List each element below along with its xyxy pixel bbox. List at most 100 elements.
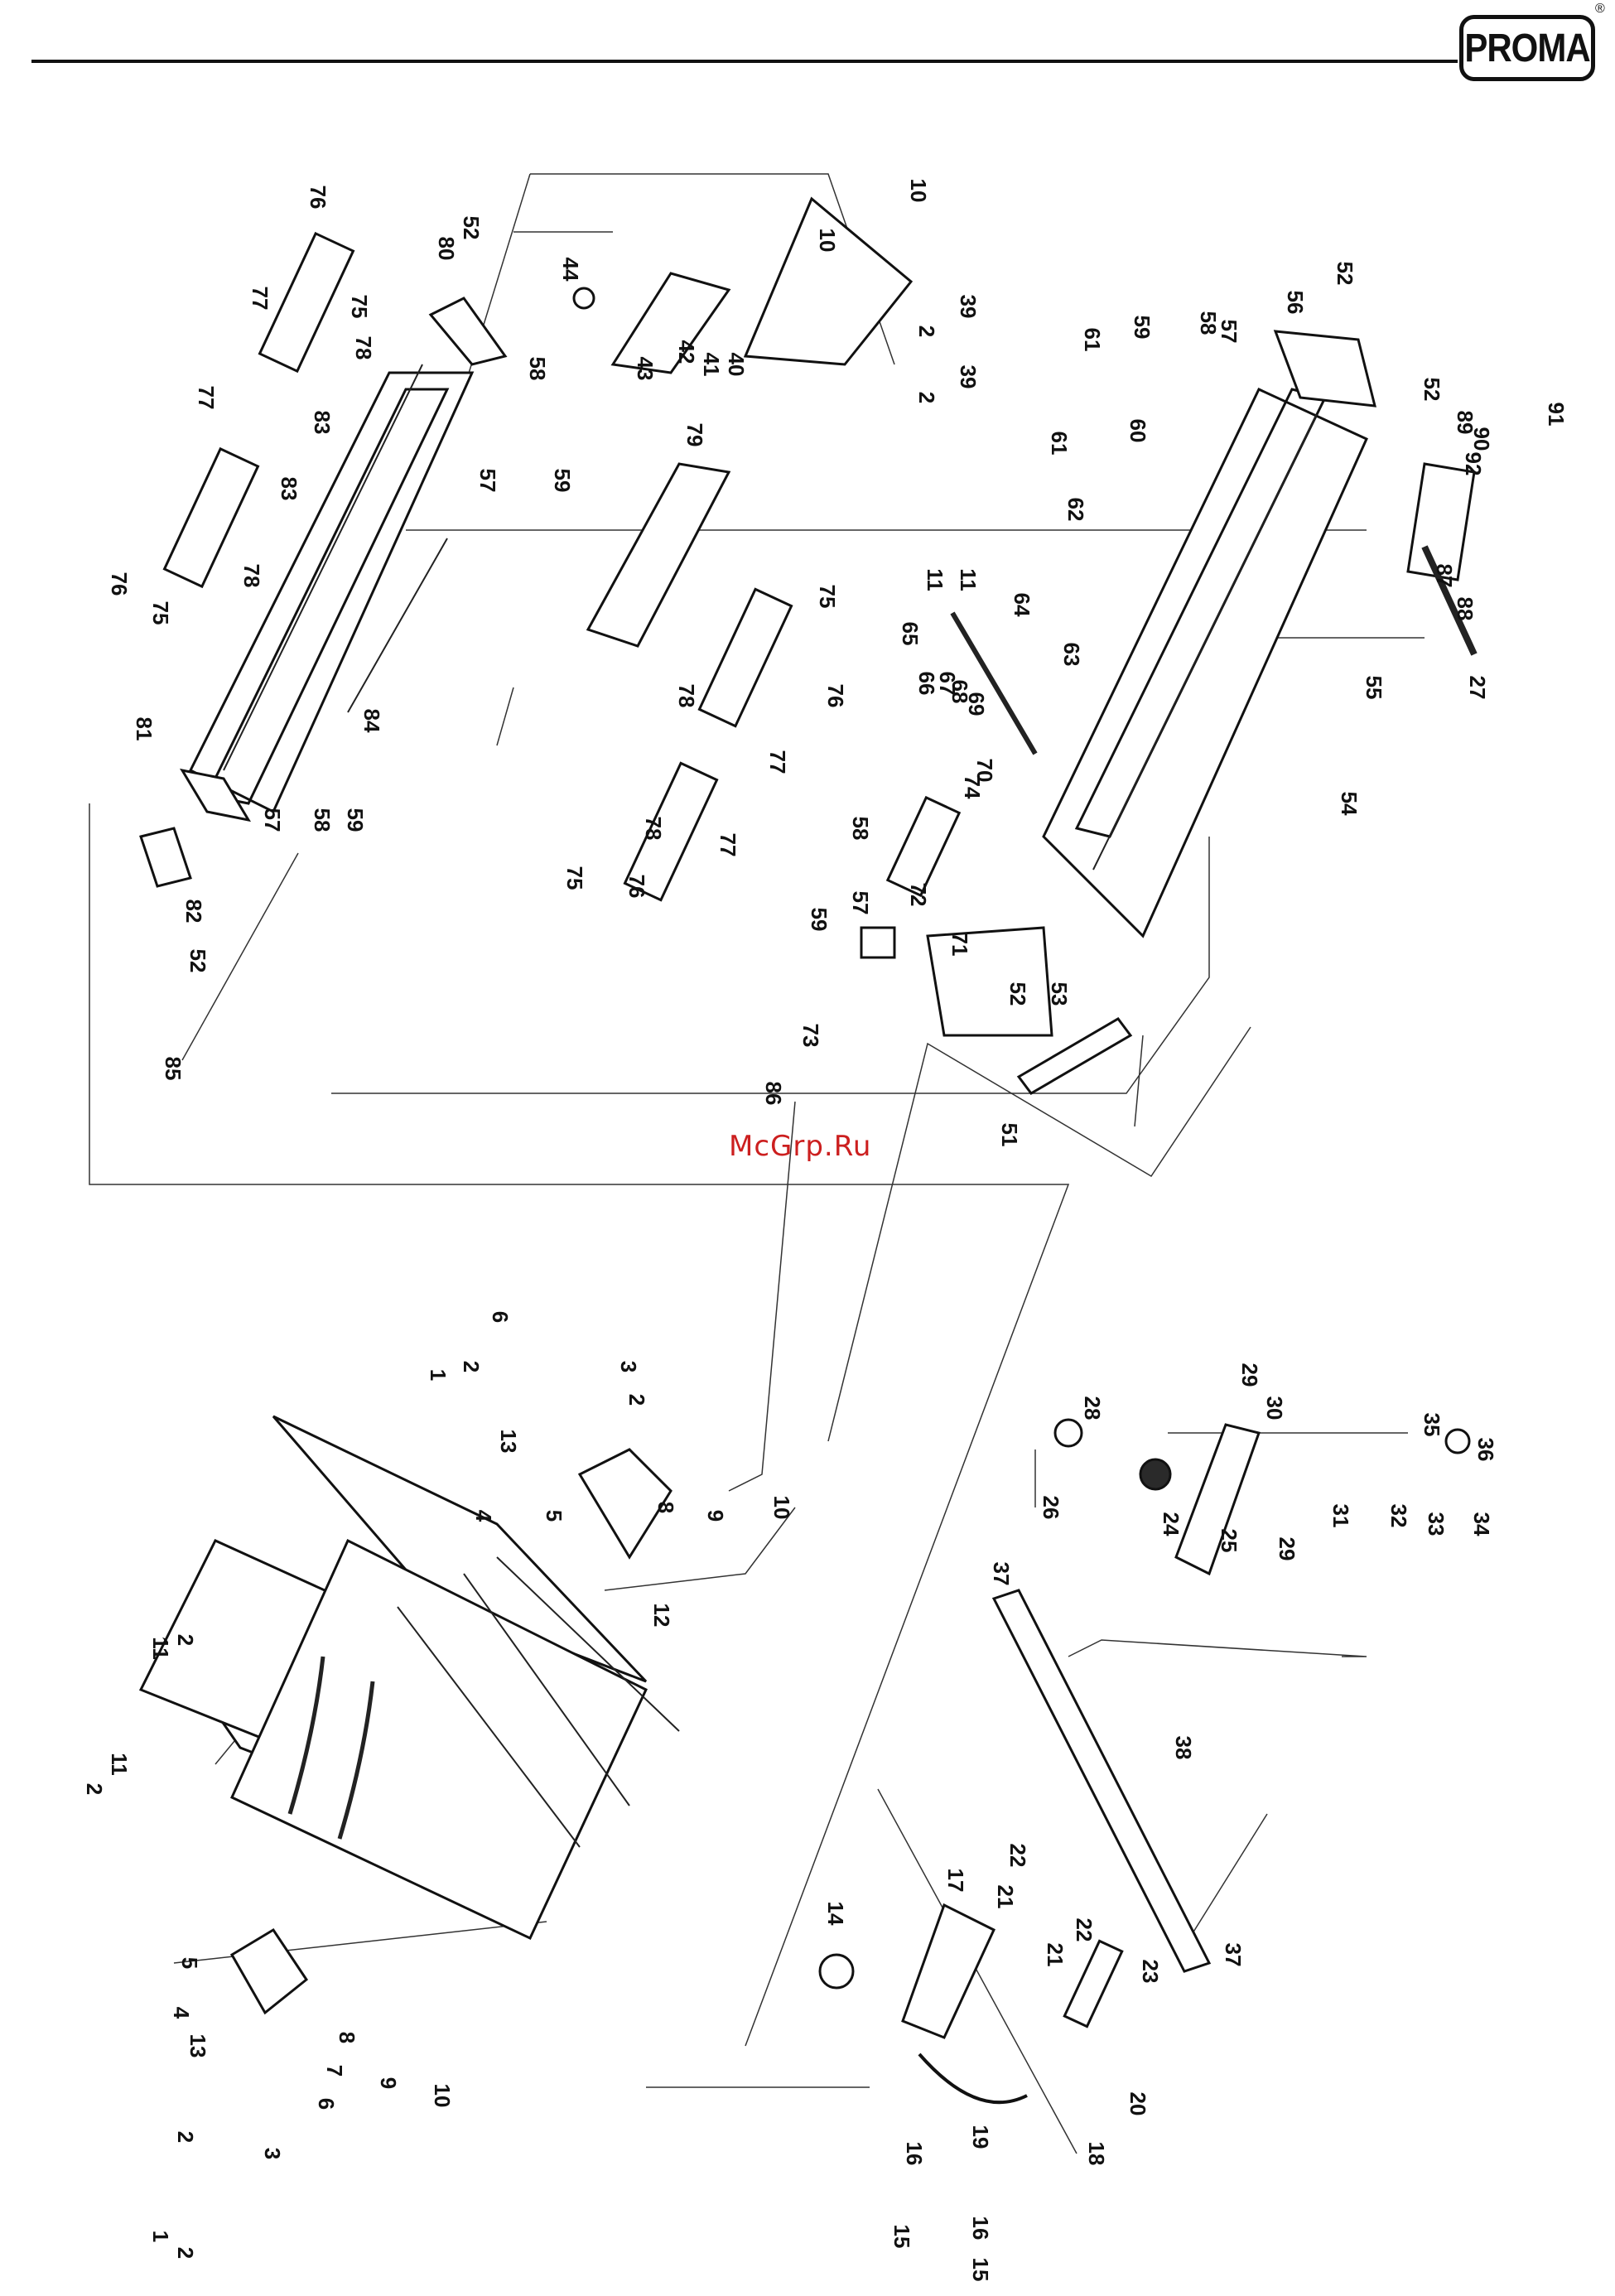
callout-label: 1: [426, 1369, 451, 1381]
callout-label: 58: [848, 817, 873, 841]
cabinet-base: [138, 1415, 680, 1940]
callout-label: 21: [993, 1885, 1018, 1909]
callout-label: 61: [1080, 328, 1105, 352]
callout-label: 38: [1171, 1736, 1196, 1760]
rod-64: [950, 611, 1038, 755]
callout-label: 29: [1275, 1537, 1299, 1561]
callout-label: 10: [906, 179, 931, 203]
callout-label: 21: [1043, 1943, 1068, 1967]
callout-label: 8: [653, 1502, 678, 1513]
registered-mark: ®: [1595, 2, 1605, 16]
callout-label: 15: [968, 2258, 993, 2282]
plate-72: [885, 795, 962, 898]
callout-label: 76: [624, 875, 649, 899]
callout-label: 6: [314, 2098, 339, 2110]
callout-label: 39: [956, 365, 981, 389]
callout-label: 17: [943, 1869, 968, 1893]
callout-label: 42: [674, 340, 699, 364]
callout-label: 78: [674, 684, 699, 708]
callout-label: 81: [132, 717, 157, 741]
callout-label: 84: [359, 709, 384, 733]
holder-blocks-78: [162, 231, 793, 902]
callout-label: 87: [1432, 564, 1457, 588]
callout-label: 2: [173, 2247, 198, 2259]
callout-label: 37: [989, 1562, 1014, 1586]
callout-label: 82: [181, 900, 206, 924]
clamp-25: [1174, 1423, 1261, 1576]
callout-label: 14: [823, 1902, 848, 1926]
callout-label: 92: [1461, 452, 1486, 476]
callout-label: 90: [1469, 427, 1494, 451]
callout-label: 22: [1072, 1918, 1097, 1942]
callout-label: 5: [542, 1510, 566, 1522]
callout-label: 57: [1217, 320, 1241, 344]
callout-label: 52: [186, 949, 210, 973]
callout-label: 3: [616, 1361, 641, 1372]
bracket-7: [229, 1927, 309, 2015]
callout-label: 37: [1221, 1943, 1246, 1967]
callout-label: 6: [488, 1311, 513, 1323]
callout-label: 75: [562, 866, 587, 890]
callout-label: 22: [1005, 1844, 1030, 1868]
callout-label: 36: [1473, 1438, 1498, 1462]
callout-label: 88: [1453, 597, 1478, 621]
callout-label: 10: [769, 1496, 794, 1520]
callout-label: 85: [161, 1057, 186, 1081]
callout-label: 58: [310, 808, 335, 832]
callout-label: 27: [1465, 676, 1490, 700]
callout-label: 52: [459, 216, 484, 240]
callout-label: 67: [935, 672, 960, 696]
callout-label: 68: [947, 680, 972, 704]
callout-label: 58: [525, 357, 550, 381]
callout-label: 69: [964, 692, 989, 716]
callout-label: 77: [248, 287, 272, 311]
callout-label: 86: [761, 1082, 786, 1106]
callout-label: 73: [798, 1024, 823, 1048]
callout-label: 4: [169, 2007, 194, 2019]
callout-label: 13: [186, 2034, 210, 2058]
callout-label: 30: [1262, 1396, 1287, 1421]
upright-supports: [572, 196, 914, 374]
callout-label: 11: [148, 1637, 173, 1660]
plate-79: [586, 462, 731, 648]
callout-label: 15: [889, 2225, 914, 2249]
callout-label: 63: [1059, 643, 1084, 667]
callout-label: 61: [1047, 432, 1072, 456]
wheel-24: [1139, 1458, 1172, 1491]
callout-label: 59: [550, 469, 575, 493]
callout-label: 2: [459, 1361, 484, 1372]
callout-label: 77: [194, 386, 219, 410]
callout-label: 9: [703, 1510, 728, 1522]
bolt-row-84: [347, 538, 448, 713]
callout-label: 4: [471, 1510, 496, 1522]
callout-label: 66: [914, 672, 939, 696]
callout-label: 13: [496, 1430, 521, 1454]
block-73: [860, 926, 896, 959]
callout-label: 39: [956, 295, 981, 319]
callout-label: 18: [1084, 2142, 1109, 2166]
callout-label: 16: [968, 2216, 993, 2241]
callout-label: 70: [972, 759, 997, 783]
callout-label: 75: [815, 585, 840, 609]
callout-label: 78: [641, 817, 666, 841]
callout-label: 19: [968, 2125, 993, 2149]
callout-label: 83: [277, 477, 301, 501]
proma-logo: PROMA: [1459, 15, 1595, 81]
callout-label: 32: [1386, 1504, 1411, 1528]
callout-label: 11: [956, 568, 981, 591]
callout-label: 11: [107, 1753, 132, 1776]
callout-label: 75: [148, 601, 173, 625]
callout-label: 2: [914, 392, 939, 403]
callout-label: 72: [906, 883, 931, 907]
callout-label: 62: [1063, 498, 1088, 522]
fence-bar-38: [991, 1589, 1212, 1973]
rail-assembly-81: [139, 297, 508, 1061]
callout-label: 2: [173, 1634, 198, 1646]
callout-label: 52: [1005, 982, 1030, 1006]
callout-label: 77: [716, 833, 740, 857]
callout-label: 44: [558, 258, 583, 282]
callout-label: 78: [351, 336, 376, 360]
callout-label: 59: [807, 908, 832, 932]
callout-label: 31: [1328, 1504, 1353, 1528]
